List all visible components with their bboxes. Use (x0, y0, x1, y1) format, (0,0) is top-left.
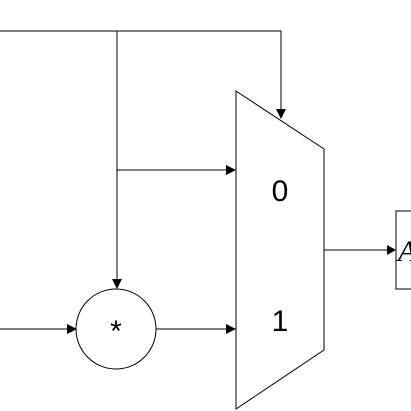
multiplexer-block (235, 90, 325, 410)
top-feedback-wire (0, 30, 282, 110)
mux-input-1-arrowhead (226, 324, 236, 334)
mux-input-0-arrowhead (226, 165, 236, 175)
select-input-arrowhead (276, 109, 286, 119)
output-register-label: A (396, 235, 411, 268)
multiplier-symbol: * (110, 315, 122, 348)
multiplier-top-arrowhead (112, 279, 122, 289)
register-input-arrowhead (387, 245, 396, 255)
multiplier-left-arrowhead (67, 324, 77, 334)
multiplier-node (75, 288, 157, 370)
mux-input-1-label: 1 (272, 305, 289, 338)
mux-input-0-label: 0 (272, 175, 289, 208)
output-register-box (395, 210, 411, 290)
